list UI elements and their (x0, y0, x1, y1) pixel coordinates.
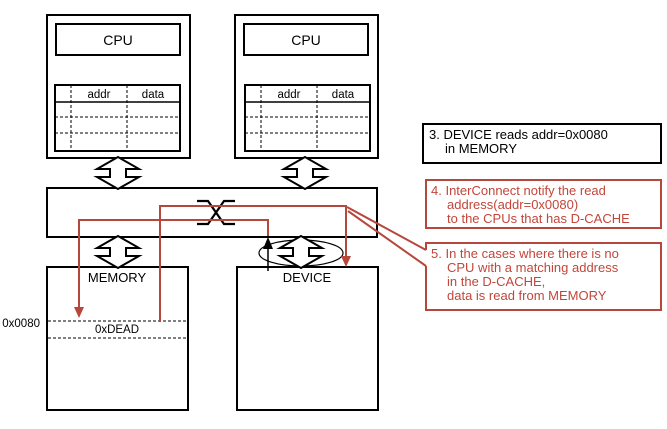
cpu1-label: CPU (103, 32, 133, 48)
annotation-step3-line2: in MEMORY (445, 141, 517, 156)
read-route-to-memory-line (78, 219, 269, 309)
device-box (236, 266, 379, 411)
device-read-request-arrowhead (263, 237, 273, 249)
annotation-step5-fill (427, 244, 660, 309)
annotation-step4-line3: to the CPUs that has D-CACHE (447, 211, 630, 226)
cpu1-cache-addr-header: addr (87, 89, 110, 101)
device-interconnect-arrow (276, 234, 326, 270)
cpu1-interconnect-arrow (93, 155, 143, 191)
read-route-to-memory-arrowhead (74, 307, 84, 318)
annotation-step5-box (425, 242, 662, 311)
annotation-step5-callout-line (347, 210, 427, 267)
annotation-step3-box (422, 123, 662, 164)
memory-row-value: 0xDEAD (95, 324, 139, 336)
device-label: DEVICE (283, 270, 332, 285)
annotation-step5-line1: 5. In the cases where there is no (431, 246, 619, 261)
annotation-step4-box (425, 179, 662, 229)
cpu2-title-box (243, 23, 369, 56)
cpu2-interconnect-arrow (280, 155, 330, 191)
crossbar-switch-icon (197, 199, 235, 226)
memory-label: MEMORY (88, 270, 147, 285)
data-return-to-device-line (159, 205, 347, 322)
memory-interconnect-arrow (93, 234, 143, 270)
interconnect-bar (46, 187, 378, 238)
annotation-step5-line4: data is read from MEMORY (447, 288, 607, 303)
annotation-step4-line1: 4. InterConnect notify the read (431, 183, 606, 198)
data-return-to-device-arrowhead (341, 256, 351, 267)
cpu1-cache-table (54, 84, 181, 152)
annotation-step5-line2: CPU with a matching address (447, 260, 619, 275)
cpu2-cache-data-header: data (332, 89, 355, 101)
cpu1-title-box (55, 23, 181, 56)
annotation-step5-line3: in the D-CACHE, (447, 274, 545, 289)
cpu2-cache-addr-header: addr (277, 89, 300, 101)
annotation-step5-callout-line (346, 206, 427, 251)
cpu2-label: CPU (291, 32, 321, 48)
annotation-step3-line1: 3. DEVICE reads addr=0x0080 (429, 127, 608, 142)
memory-row-address-label: 0x0080 (2, 318, 40, 330)
cpu2-cache-table (244, 84, 371, 152)
annotation-step4-line2: address(addr=0x0080) (447, 197, 578, 212)
cpu1-cache-data-header: data (142, 89, 165, 101)
